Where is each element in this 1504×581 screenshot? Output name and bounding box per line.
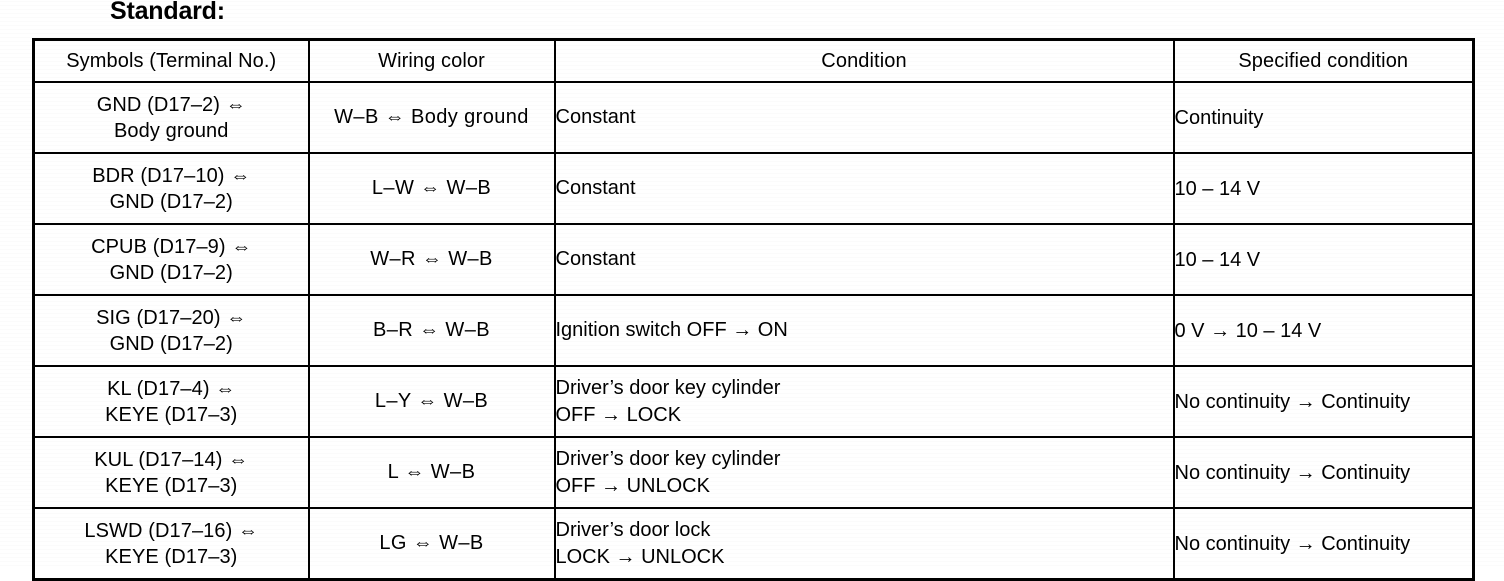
condition-line-1: Constant	[555, 106, 636, 128]
symbols-line-1: LSWD (D17–16) ⇔	[84, 519, 259, 542]
symbols-line-1: SIG (D17–20) ⇔	[96, 306, 247, 329]
condition-line-2: OFF → LOCK	[555, 403, 682, 426]
cell-condition: Constant	[553, 223, 1175, 296]
symbols-line-2: KEYE (D17–3)	[105, 403, 238, 426]
condition-line-1: Driver’s door key cylinder	[555, 447, 781, 470]
standard-spec-table-container: Symbols (Terminal No.) Wiring color Cond…	[32, 38, 1475, 581]
cell-wiring-color: LG ⇔ W–B	[307, 507, 556, 581]
page-title: Standard:	[110, 0, 225, 25]
condition-line-1: Driver’s door key cylinder	[555, 376, 781, 399]
cell-wiring-color: L–Y ⇔ W–B	[307, 365, 556, 438]
cell-symbols: CPUB (D17–9) ⇔ GND (D17–2)	[32, 223, 310, 296]
cell-specified-condition: 10 – 14 V	[1172, 223, 1475, 296]
cell-symbols: LSWD (D17–16) ⇔ KEYE (D17–3)	[32, 507, 310, 581]
symbols-line-1: GND (D17–2) ⇔	[96, 93, 246, 116]
cell-symbols: SIG (D17–20) ⇔ GND (D17–2)	[32, 294, 310, 367]
condition-line-1: Constant	[555, 177, 636, 199]
cell-wiring-color: W–R ⇔ W–B	[307, 223, 556, 296]
cell-wiring-color: L–W ⇔ W–B	[307, 152, 556, 225]
cell-specified-condition: Continuity	[1172, 81, 1475, 154]
cell-specified-condition: 10 – 14 V	[1172, 152, 1475, 225]
symbols-line-2: GND (D17–2)	[109, 190, 233, 213]
symbols-line-1: KL (D17–4) ⇔	[107, 377, 236, 400]
cell-symbols: GND (D17–2) ⇔ Body ground	[32, 81, 310, 154]
cell-wiring-color: W–B ⇔ Body ground	[307, 81, 556, 154]
standard-spec-table: Symbols (Terminal No.) Wiring color Cond…	[32, 38, 1475, 581]
column-header-specified-condition: Specified condition	[1172, 38, 1475, 83]
condition-line-1: Ignition switch OFF → ON	[555, 319, 788, 341]
symbols-line-2: GND (D17–2)	[109, 332, 233, 355]
condition-line-2: LOCK → UNLOCK	[555, 545, 725, 568]
symbols-line-2: KEYE (D17–3)	[105, 545, 238, 568]
symbols-line-1: CPUB (D17–9) ⇔	[91, 235, 252, 258]
table-row: GND (D17–2) ⇔ Body ground W–B ⇔ Body groun…	[32, 81, 1475, 154]
cell-condition: Constant	[553, 81, 1175, 154]
cell-wiring-color: B–R ⇔ W–B	[307, 294, 556, 367]
column-header-wiring-color: Wiring color	[307, 38, 556, 83]
table-header-row: Symbols (Terminal No.) Wiring color Cond…	[32, 38, 1475, 83]
column-header-symbols: Symbols (Terminal No.)	[32, 38, 310, 83]
cell-specified-condition: 0 V → 10 – 14 V	[1172, 294, 1475, 367]
symbols-line-2: Body ground	[113, 119, 229, 142]
condition-line-1: Constant	[555, 248, 636, 270]
cell-condition: Ignition switch OFF → ON	[553, 294, 1175, 367]
column-header-condition: Condition	[553, 38, 1175, 83]
cell-condition: Constant	[553, 152, 1175, 225]
cell-wiring-color: L ⇔ W–B	[307, 436, 556, 509]
symbols-line-1: KUL (D17–14) ⇔	[94, 448, 249, 471]
cell-symbols: KUL (D17–14) ⇔ KEYE (D17–3)	[32, 436, 310, 509]
cell-specified-condition: No continuity → Continuity	[1172, 507, 1475, 581]
condition-line-1: Driver’s door lock	[555, 518, 711, 541]
symbols-line-1: BDR (D17–10) ⇔	[92, 164, 251, 187]
cell-specified-condition: No continuity → Continuity	[1172, 436, 1475, 509]
cell-symbols: BDR (D17–10) ⇔ GND (D17–2)	[32, 152, 310, 225]
cell-specified-condition: No continuity → Continuity	[1172, 365, 1475, 438]
symbols-line-2: KEYE (D17–3)	[105, 474, 238, 497]
table-body: GND (D17–2) ⇔ Body ground W–B ⇔ Body groun…	[32, 81, 1475, 581]
cell-symbols: KL (D17–4) ⇔ KEYE (D17–3)	[32, 365, 310, 438]
condition-line-2: OFF → UNLOCK	[555, 474, 710, 497]
symbols-line-2: GND (D17–2)	[109, 261, 233, 284]
